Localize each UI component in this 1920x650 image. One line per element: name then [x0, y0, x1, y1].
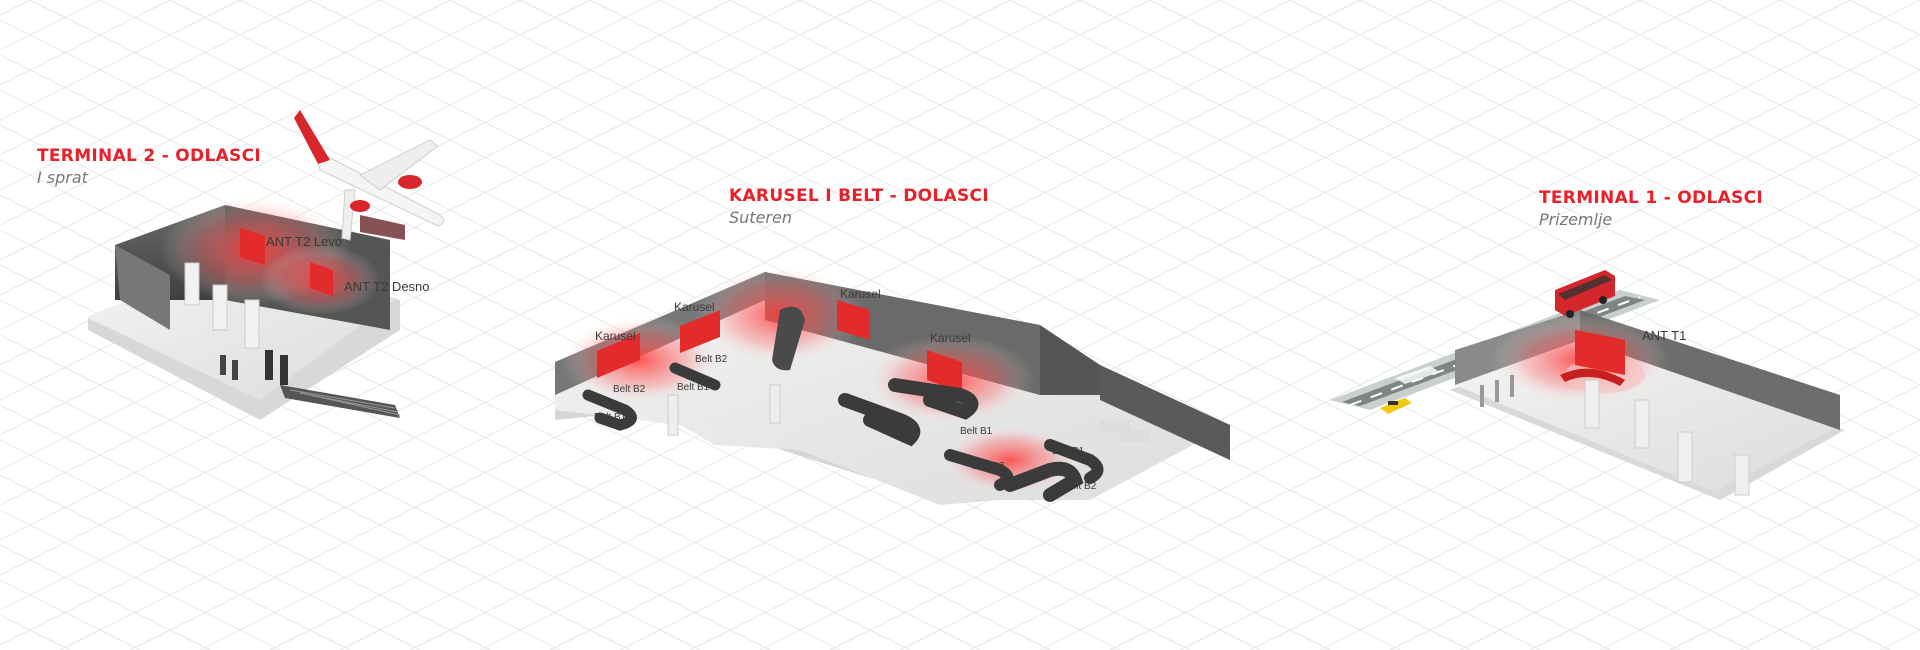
grid-line — [0, 334, 631, 650]
terminal2-heading[interactable]: TERMINAL 2 - ODLASCI I sprat — [37, 146, 261, 187]
grid-line — [1459, 419, 1920, 650]
grid-line — [0, 0, 241, 121]
grid-line — [1079, 0, 1920, 421]
grid-line — [589, 0, 1891, 650]
terminal2-title: TERMINAL 2 - ODLASCI — [37, 146, 261, 166]
grid-line — [0, 0, 451, 226]
grid-line — [549, 0, 1851, 650]
grid-line — [0, 0, 1081, 541]
karusel-belt-model[interactable]: Karusel Karusel Karusel Karusel Belt B2 … — [555, 265, 1230, 505]
karusel-label-4: Karusel — [930, 331, 971, 345]
terminal1-model[interactable]: ANT T1 — [1330, 270, 1845, 500]
grid-line — [729, 0, 1920, 596]
grid-line — [829, 104, 1920, 650]
grid-line — [1149, 0, 1920, 386]
grid-line — [1429, 0, 1920, 246]
grid-line — [0, 0, 731, 366]
terminal1-floor: Prizemlje — [1539, 210, 1613, 229]
grid-line — [1599, 489, 1920, 650]
grid-line — [1639, 0, 1920, 141]
grid-line — [1009, 0, 1920, 456]
grid-line — [1319, 349, 1920, 650]
grid-line — [0, 0, 591, 296]
bus-icon — [1555, 270, 1615, 318]
grid-line — [1529, 454, 1920, 650]
grid-line — [449, 0, 1751, 650]
stairs-icon — [280, 385, 401, 418]
grid-line — [0, 0, 1151, 576]
grid-line — [479, 0, 1781, 650]
grid-line — [689, 34, 1920, 650]
grid-line — [1109, 244, 1920, 650]
belt-label-b1-c: Belt B1 — [960, 426, 993, 437]
terminal2-floor: I sprat — [37, 168, 88, 187]
terminal1-title: TERMINAL 1 - ODLASCI — [1539, 188, 1763, 208]
terminal1-heading[interactable]: TERMINAL 1 - ODLASCI Prizemlje — [1539, 188, 1763, 229]
grid-line — [869, 0, 1920, 526]
grid-line — [1179, 279, 1920, 650]
belt-label-b2-c: Belt B2 — [972, 461, 1005, 472]
belt-label-b1-d: Belt B1 — [1052, 446, 1085, 457]
airplane-icon — [294, 110, 444, 241]
grid-line — [1569, 0, 1920, 176]
grid-line — [0, 474, 351, 650]
belt-label-b2-a: Belt B2 — [695, 354, 728, 365]
grid-line — [409, 0, 1711, 650]
baggage-belt-icon — [582, 362, 1104, 502]
grid-line — [0, 0, 521, 261]
grid-line — [0, 439, 421, 650]
grid-line — [0, 299, 701, 650]
grid-line — [1359, 0, 1920, 281]
ant-t2-desno-label: ANT T2 Desno — [344, 279, 430, 294]
grid-line — [0, 369, 561, 650]
grid-line — [759, 69, 1920, 650]
grid-line — [0, 404, 491, 650]
belt-label-b2-d: Belt B2 — [1064, 481, 1097, 492]
grid-line — [1389, 384, 1920, 650]
grid-line — [0, 0, 1221, 611]
grid-line — [0, 509, 281, 650]
grid-line — [1039, 209, 1920, 650]
karusel-heading[interactable]: KARUSEL I BELT - DOLASCI Suteren — [729, 186, 989, 227]
grid-line — [1499, 0, 1920, 211]
karusel-title: KARUSEL I BELT - DOLASCI — [729, 186, 989, 206]
karusel-label-2: Karusel — [674, 300, 715, 314]
grid-line — [1219, 0, 1920, 351]
taxi-icon — [1380, 398, 1412, 414]
grid-line — [0, 0, 381, 191]
grid-line — [619, 0, 1920, 650]
grid-line — [659, 0, 1920, 631]
grid-line — [1249, 314, 1920, 650]
karusel-label-3: Karusel — [840, 287, 881, 301]
belt-label-b1-a: Belt B1 — [677, 382, 710, 393]
grid-line — [0, 89, 1121, 650]
grid-line — [1669, 524, 1920, 650]
terminal2-model[interactable]: ANT T2 Levo ANT T2 Desno — [88, 110, 444, 420]
belt-label-b1-b: Belt B1 — [594, 412, 627, 423]
karusel-label-1: Karusel — [595, 329, 636, 343]
grid-line — [0, 54, 1191, 650]
grid-line — [0, 0, 661, 331]
grid-line — [0, 0, 311, 156]
grid-line — [1289, 0, 1920, 316]
ant-t2-levo-label: ANT T2 Levo — [266, 234, 342, 249]
belt-label-b2-b: Belt B2 — [613, 384, 646, 395]
ant-t1-label: ANT T1 — [1642, 328, 1686, 343]
karusel-floor: Suteren — [729, 208, 792, 227]
grid-line — [799, 0, 1920, 561]
grid-line — [519, 0, 1821, 650]
